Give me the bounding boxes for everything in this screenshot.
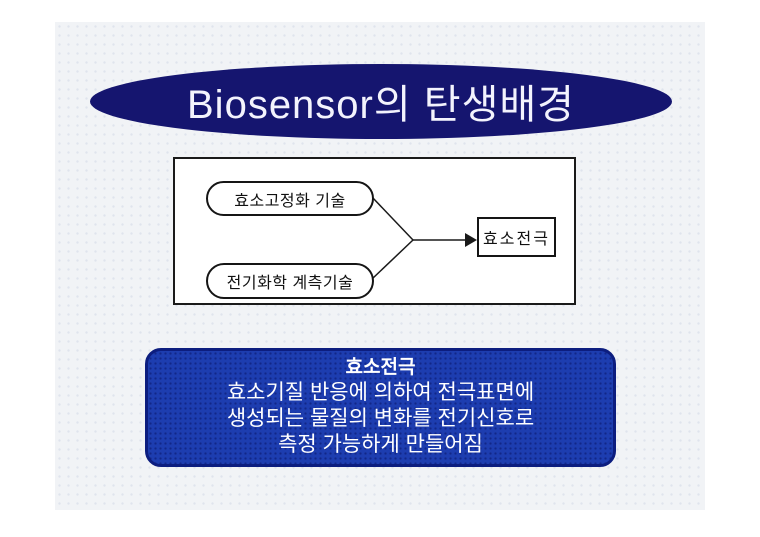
merge-arrow-connector	[371, 196, 477, 280]
arrowhead-icon	[465, 233, 477, 247]
source-technology-box-1: 효소고정화 기술	[206, 181, 374, 216]
source-technology-box-2: 전기화학 계측기술	[206, 263, 374, 299]
source-technology-label-2: 전기화학 계측기술	[226, 275, 354, 292]
callout-line-3: 측정 가능하게 만들어짐	[278, 433, 483, 456]
source-technology-label-1: 효소고정화 기술	[234, 192, 346, 210]
result-box: 효소전극	[477, 217, 556, 257]
callout-line-2: 생성되는 물질의 변화를 전기신호로	[226, 407, 535, 430]
result-label: 효소전극	[483, 231, 550, 248]
callout-heading: 효소전극	[345, 357, 416, 378]
diagram-panel: 효소고정화 기술 전기화학 계측기술 효소전극	[173, 157, 576, 305]
callout-line-1: 효소기질 반응에 의하여 전극표면에	[226, 381, 535, 404]
title-ellipse: Biosensor의 탄생배경	[90, 64, 672, 139]
slide-canvas: Biosensor의 탄생배경 효소고정화 기술 전기화학 계측기술 효소전극 …	[55, 22, 705, 510]
slide-title: Biosensor의 탄생배경	[187, 82, 575, 127]
callout-panel: 효소전극 효소기질 반응에 의하여 전극표면에 생성되는 물질의 변화를 전기신…	[145, 348, 616, 467]
